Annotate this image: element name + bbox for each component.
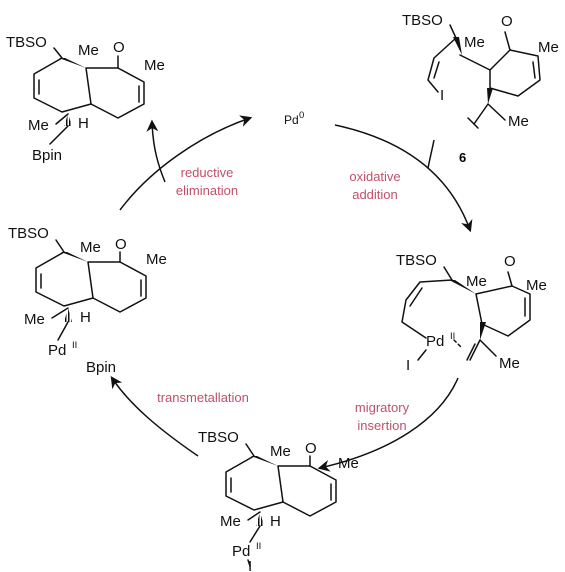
- catalyst-oxidation-state: 0: [299, 110, 304, 121]
- step-reductive-line1: reductive: [181, 165, 234, 180]
- tbso-label: TBSO: [6, 34, 47, 51]
- intermediate-pd-bpin: TBSO Me O Me Me H Pd II Bpin: [8, 225, 167, 376]
- arrow-reductive-elimination: [119, 115, 253, 211]
- pd-oxidation-state: II: [72, 340, 77, 351]
- step-oxidative-line1: oxidative: [349, 169, 400, 184]
- me-label: Me: [464, 34, 485, 51]
- me-label: Me: [146, 251, 167, 268]
- compound-number: 6: [459, 150, 466, 165]
- arrow-substrate-join: [427, 139, 435, 169]
- pd-label: Pd: [232, 543, 250, 560]
- cycle-arrows: [110, 115, 473, 472]
- o-label: O: [305, 440, 317, 457]
- catalyst-pd: Pd: [284, 113, 299, 127]
- pd-label: Pd: [48, 342, 66, 359]
- step-transmetallation: transmetallation: [157, 390, 249, 405]
- pd-oxidation-state: II: [450, 331, 455, 342]
- me-label: Me: [144, 57, 165, 74]
- step-migratory-line1: migratory: [355, 400, 410, 415]
- pd-oxidation-state: II: [256, 541, 261, 552]
- o-label: O: [501, 13, 513, 30]
- me-label: Me: [24, 311, 45, 328]
- me-label: Me: [220, 513, 241, 530]
- i-label: I: [440, 87, 444, 104]
- arrow-migratory-insertion: [317, 377, 459, 472]
- step-labels: oxidative addition migratory insertion t…: [157, 165, 409, 433]
- bpin-label: Bpin: [32, 147, 62, 164]
- me-label: Me: [28, 117, 49, 134]
- compound-6: TBSO Me O Me I Me 6: [402, 12, 559, 165]
- me-label: Me: [80, 239, 101, 256]
- i-label: I: [248, 558, 252, 572]
- me-label: Me: [338, 455, 359, 472]
- me-label: Me: [466, 273, 487, 290]
- me-label: Me: [526, 277, 547, 294]
- me-label: Me: [508, 113, 529, 130]
- product-boryl: TBSO Me O Me Me H Bpin: [6, 34, 165, 164]
- intermediate-pd-vinyl: TBSO Me O Me Pd II I Me: [396, 252, 547, 374]
- me-label: Me: [499, 355, 520, 372]
- i-label: I: [406, 357, 410, 374]
- catalyst-pd0: Pd 0: [284, 110, 304, 127]
- o-label: O: [115, 236, 127, 253]
- step-reductive-line2: elimination: [176, 183, 238, 198]
- me-label: Me: [538, 39, 559, 56]
- h-label: H: [80, 309, 91, 326]
- arrow-transmetallation: [110, 376, 199, 457]
- pd-label: Pd: [426, 333, 444, 350]
- h-label: H: [78, 115, 89, 132]
- bpin-label: Bpin: [86, 359, 116, 376]
- step-migratory-line2: insertion: [357, 418, 406, 433]
- step-oxidative-line2: addition: [352, 187, 398, 202]
- tbso-label: TBSO: [198, 429, 239, 446]
- o-label: O: [113, 39, 125, 56]
- arrow-oxidative-addition: [334, 124, 473, 233]
- tbso-label: TBSO: [402, 12, 443, 29]
- tbso-label: TBSO: [396, 252, 437, 269]
- h-label: H: [270, 513, 281, 530]
- arrow-product-release: [146, 119, 166, 183]
- intermediate-pd-iodide: TBSO Me O Me Me H Pd II I: [198, 429, 359, 572]
- me-label: Me: [78, 42, 99, 59]
- tbso-label: TBSO: [8, 225, 49, 242]
- me-label: Me: [270, 443, 291, 460]
- o-label: O: [504, 253, 516, 270]
